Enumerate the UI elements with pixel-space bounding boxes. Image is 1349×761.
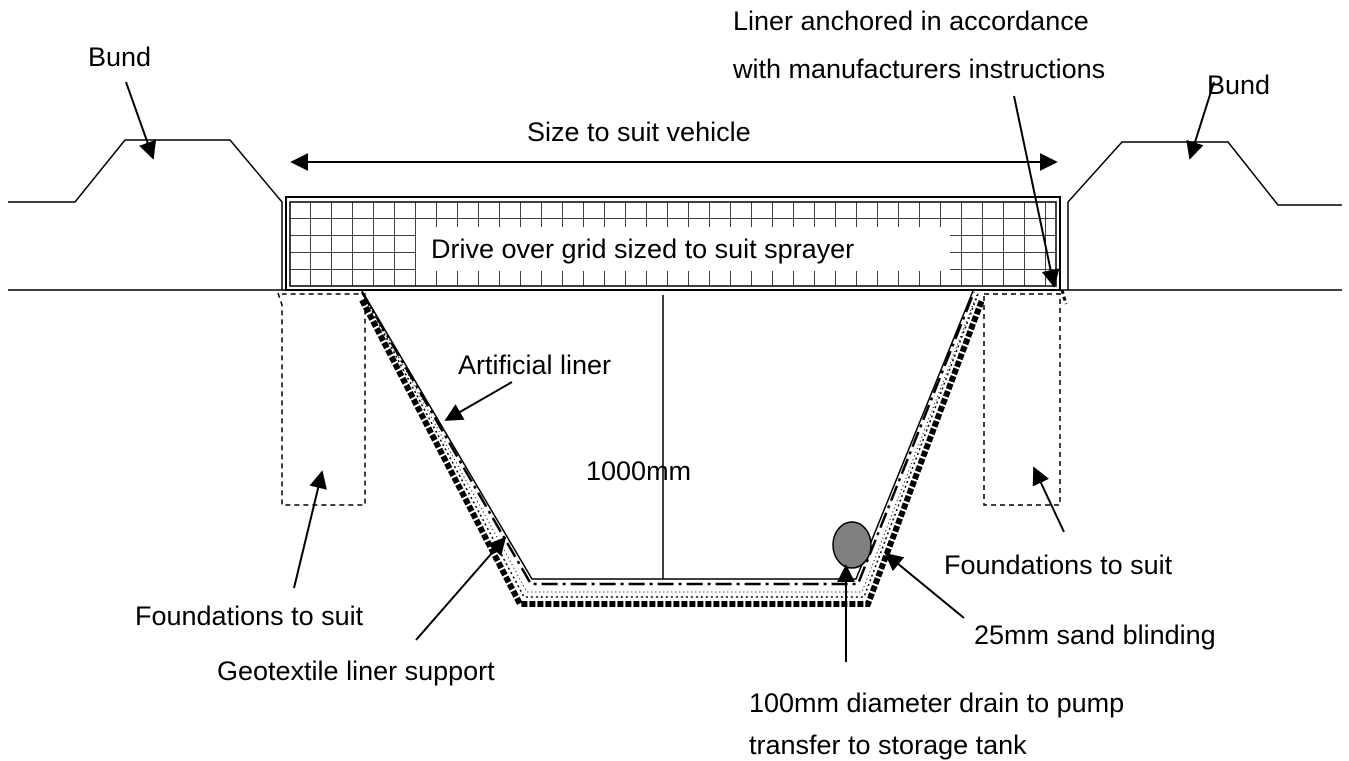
- drive-over-grid-inner: [289, 201, 1057, 287]
- label-bund-right: Bund: [1207, 70, 1270, 100]
- foundation-right: [983, 293, 1061, 506]
- bund-left-outline: [8, 139, 283, 290]
- label-geotextile: Geotextile liner support: [217, 656, 495, 686]
- drain-pipe-icon: [832, 521, 872, 569]
- bund-right-outline: [1067, 141, 1342, 290]
- label-depth: 1000mm: [586, 456, 691, 486]
- arrow-liner-anchored: [1013, 95, 1060, 288]
- label-drive-over-grid: Drive over grid sized to suit sprayer: [431, 234, 854, 264]
- liner-anchor-end: [1060, 289, 1068, 305]
- drive-over-grid-label-box: [416, 227, 950, 271]
- label-drain-line2: transfer to storage tank: [749, 730, 1027, 760]
- label-size-to-suit: Size to suit vehicle: [527, 117, 751, 147]
- sand-blinding-layer: [362, 293, 979, 598]
- drive-over-grid-outer: [285, 196, 1061, 291]
- arrow-bund-right: [1186, 81, 1215, 160]
- label-drain-line1: 100mm diameter drain to pump: [749, 688, 1124, 718]
- arrow-artificial-liner: [444, 381, 513, 421]
- arrow-bund-left: [125, 81, 157, 160]
- foundation-left: [277, 292, 366, 506]
- label-sand-blinding: 25mm sand blinding: [974, 620, 1216, 650]
- label-foundations-right: Foundations to suit: [944, 550, 1173, 580]
- arrow-foundations-right: [1032, 466, 1065, 533]
- label-foundations-left: Foundations to suit: [135, 601, 364, 631]
- label-bund-left: Bund: [88, 42, 151, 72]
- geotextile-liner-support: [359, 298, 985, 607]
- arrow-foundations-left: [293, 470, 327, 589]
- sand-blinding-layer-inner: [363, 293, 978, 593]
- label-liner-anchored-line1: Liner anchored in accordance: [733, 6, 1089, 36]
- arrow-geotextile: [415, 536, 507, 641]
- artificial-liner: [360, 291, 976, 586]
- label-liner-anchored-line2: with manufacturers instructions: [732, 54, 1105, 84]
- label-artificial-liner: Artificial liner: [458, 350, 611, 380]
- arrow-sand-blinding: [884, 552, 965, 619]
- pit-outline: [361, 290, 974, 580]
